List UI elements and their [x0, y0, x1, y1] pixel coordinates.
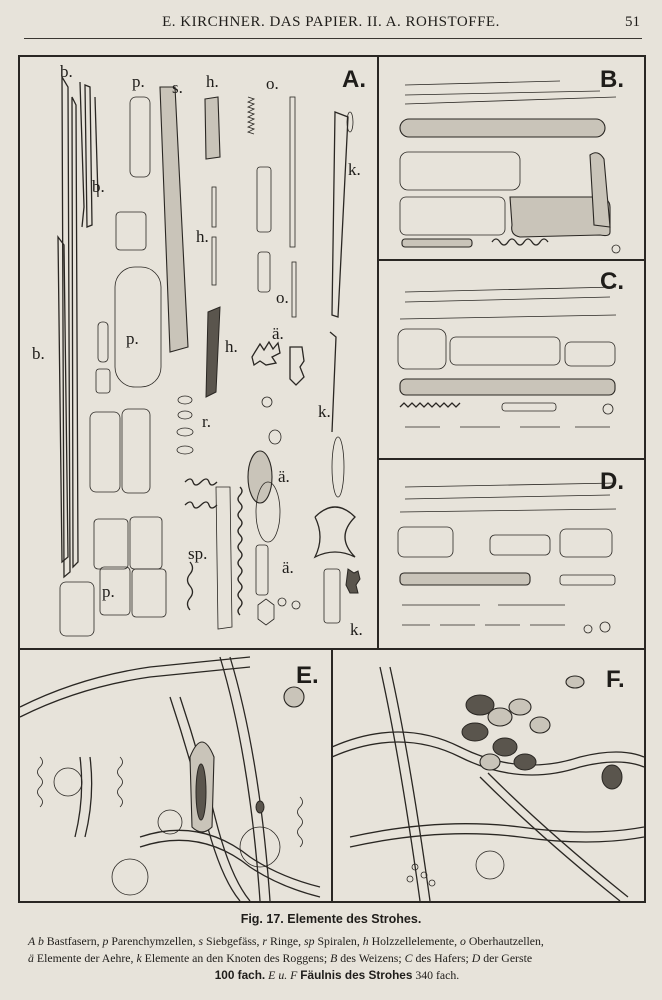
legend-sym-s: s	[198, 934, 204, 948]
label-ae-middle: ä.	[278, 467, 290, 486]
panel-label-e: E.	[296, 662, 319, 689]
legend-line-3: 100 fach. E u. F Fäulnis des Strohes 340…	[28, 967, 646, 984]
legend-line-1: A b Bastfasern, p Parenchymzellen, s Sie…	[28, 933, 646, 950]
label-o-lower: o.	[276, 288, 289, 307]
legend-text-EF: Fäulnis des Strohes	[300, 968, 413, 982]
legend-sym-D: D	[471, 951, 481, 965]
panel-d-drawing	[397, 482, 617, 634]
legend-sym-ae: ä	[28, 951, 34, 965]
label-r: r.	[202, 412, 211, 431]
panel-e-drawing	[20, 656, 321, 901]
legend-line-2: ä Elemente der Aehre, k Elemente an den …	[28, 950, 646, 967]
figure-caption-title: Fig. 17. Elemente des Strohes.	[240, 912, 422, 926]
label-h-middle: h.	[196, 227, 209, 246]
legend-magnification-1: 100 fach.	[214, 968, 266, 982]
panel-label-f: F.	[606, 666, 625, 693]
legend-text-k: Elemente an den Knoten des Roggens;	[144, 951, 328, 965]
legend-sym-b: A b	[28, 934, 44, 948]
label-p-lower: p.	[102, 582, 115, 601]
legend-text-C: des Hafers;	[415, 951, 469, 965]
legend-sym-k: k	[136, 951, 142, 965]
label-p-top: p.	[132, 72, 145, 91]
figure-plate: A. B. C. D. E. F. b. b. b. p. p. p. s. h…	[18, 55, 646, 903]
label-k-lower: k.	[350, 620, 363, 639]
panel-label-c: C.	[600, 268, 624, 295]
label-o-top: o.	[266, 74, 279, 93]
legend-text-p: Parenchymzellen,	[111, 934, 196, 948]
label-h-top: h.	[206, 72, 219, 91]
legend-text-h: Holzzellelemente,	[371, 934, 458, 948]
panel-c-drawing	[397, 286, 617, 428]
legend-sym-o: o	[460, 934, 466, 948]
figure-illustration: A. B. C. D. E. F. b. b. b. p. p. p. s. h…	[20, 57, 644, 901]
label-p-middle: p.	[126, 329, 139, 348]
panel-b-drawing	[399, 80, 621, 254]
page-header: E. KIRCHNER. DAS PAPIER. II. A. ROHSTOFF…	[0, 0, 662, 40]
panel-f-drawing	[331, 666, 644, 901]
figure-legend: A b Bastfasern, p Parenchymzellen, s Sie…	[28, 933, 646, 984]
label-b-lower: b.	[32, 344, 45, 363]
legend-text-s: Siebgefäss,	[206, 934, 260, 948]
legend-text-ae: Elemente der Aehre,	[36, 951, 134, 965]
panel-label-a: A.	[342, 66, 366, 93]
label-b-middle: b.	[92, 177, 105, 196]
legend-sym-B: B	[330, 951, 338, 965]
legend-text-b: Bastfasern,	[46, 934, 100, 948]
header-rule	[24, 38, 642, 39]
legend-text-o: Oberhautzellen,	[468, 934, 544, 948]
label-ae-top: ä.	[272, 324, 284, 343]
label-h-lower: h.	[225, 337, 238, 356]
panel-a-drawing	[57, 74, 361, 637]
legend-sym-r: r	[262, 934, 267, 948]
label-ae-lower: ä.	[282, 558, 294, 577]
panel-label-b: B.	[600, 66, 624, 93]
legend-magnification-2: 340 fach.	[415, 968, 460, 982]
panel-label-d: D.	[600, 468, 624, 495]
panel-dividers	[20, 57, 644, 901]
running-title: E. KIRCHNER. DAS PAPIER. II. A. ROHSTOFF…	[162, 14, 500, 30]
legend-text-B: des Weizens;	[340, 951, 402, 965]
label-s: s.	[172, 78, 183, 97]
legend-sym-sp: sp	[304, 934, 315, 948]
label-b-top: b.	[60, 62, 73, 81]
legend-text-r: Ringe,	[269, 934, 302, 948]
label-k-top: k.	[348, 160, 361, 179]
legend-sym-p: p	[102, 934, 109, 948]
page-number: 51	[625, 14, 640, 30]
label-sp: sp.	[188, 544, 207, 563]
label-k-middle: k.	[318, 402, 331, 421]
legend-sym-C: C	[404, 951, 413, 965]
legend-sym-EF: E u. F	[268, 968, 298, 982]
legend-text-D: der Gerste	[483, 951, 533, 965]
legend-sym-h: h	[362, 934, 369, 948]
legend-text-sp: Spiralen,	[317, 934, 360, 948]
